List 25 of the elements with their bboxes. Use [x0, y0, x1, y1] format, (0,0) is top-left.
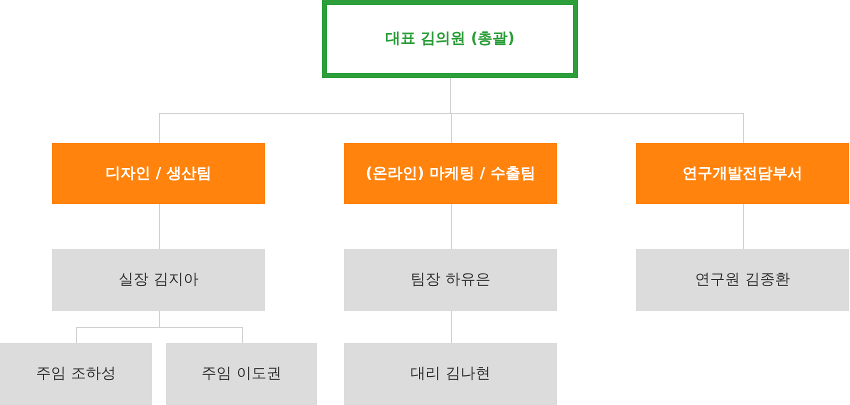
staff-box: [344, 343, 557, 405]
position-label: 대리 김나현: [410, 364, 490, 384]
connector-line: [451, 310, 452, 344]
executive-box: [322, 0, 578, 78]
position-label: 대표 김의원 (총괄): [385, 29, 515, 49]
connector-line: [451, 204, 452, 250]
staff-box: [636, 249, 849, 311]
connector-line: [159, 310, 243, 344]
department-box: [52, 143, 265, 204]
department-box: [344, 143, 557, 204]
position-label: 실장 김지아: [118, 270, 198, 290]
staff-box: [166, 343, 317, 405]
staff-box: [0, 343, 152, 405]
connector-line: [159, 204, 160, 250]
position-label: 팀장 하유은: [410, 270, 490, 290]
position-label: 디자인 / 생산팀: [106, 164, 212, 184]
department-box: [636, 143, 849, 204]
staff-box: [344, 249, 557, 311]
position-label: 연구원 김종환: [695, 270, 790, 290]
position-label: 주임 조하성: [36, 364, 116, 384]
connector-line: [743, 204, 744, 250]
position-label: 주임 이도권: [202, 364, 282, 384]
position-label: 연구개발전담부서: [682, 164, 802, 184]
staff-box: [52, 249, 265, 311]
position-label: (온라인) 마케팅 / 수출팀: [366, 164, 536, 184]
